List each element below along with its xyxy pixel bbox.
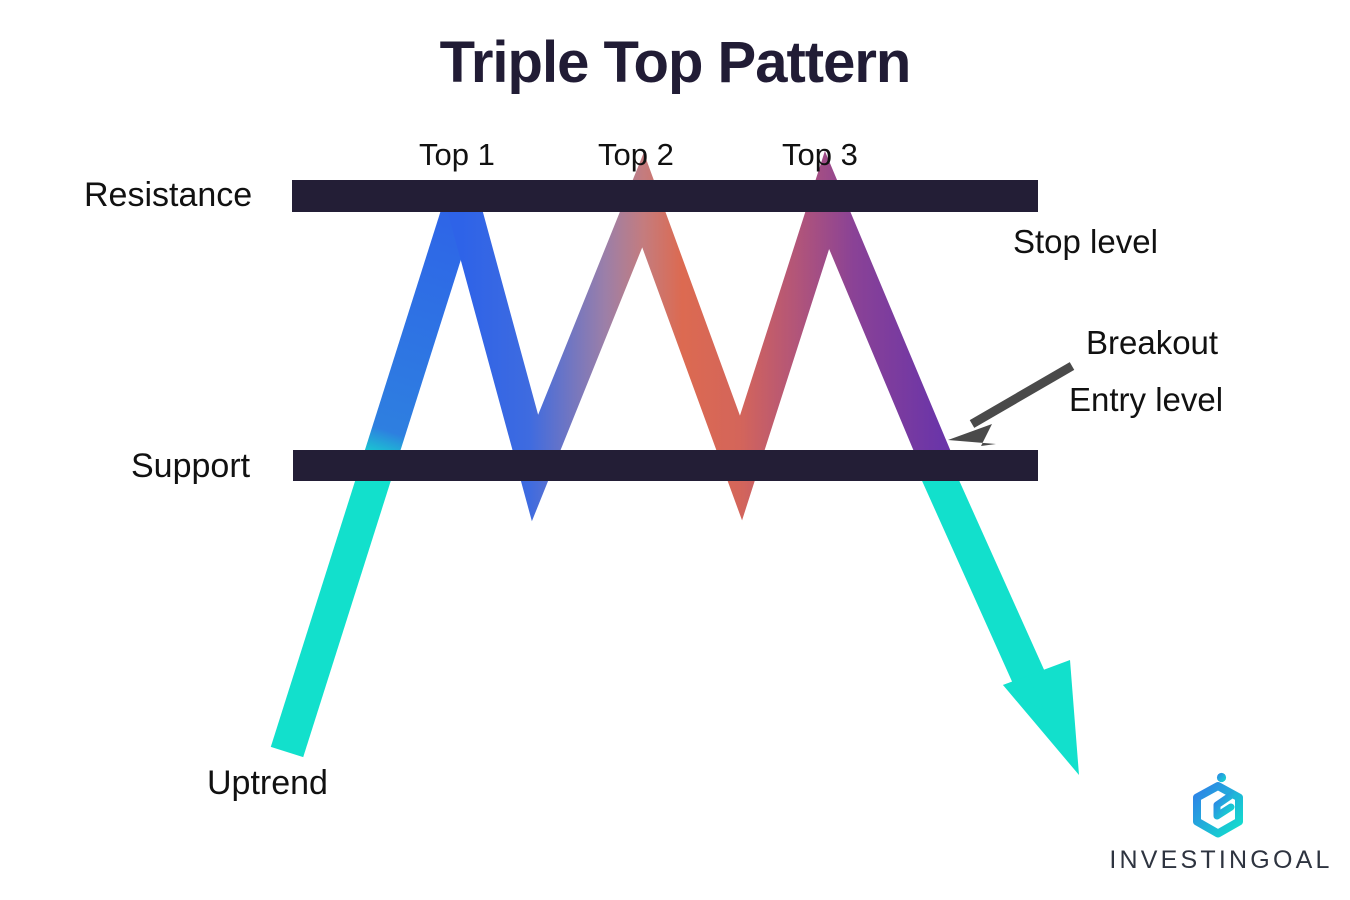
- resistance-level-bar: [292, 180, 1038, 212]
- label-entry-level: Entry level: [1069, 381, 1224, 418]
- label-resistance: Resistance: [84, 176, 253, 214]
- label-uptrend: Uptrend: [207, 764, 328, 802]
- support-level-bar: [293, 450, 1038, 481]
- investingoal-hexagon-g-icon: [1193, 772, 1243, 838]
- label-top-2: Top 2: [598, 137, 674, 172]
- brand-wordmark: INVESTINGOAL: [1109, 846, 1333, 874]
- triple-top-zigzag: [445, 150, 957, 522]
- page-title: Triple Top Pattern: [439, 30, 912, 95]
- label-breakout: Breakout: [1086, 324, 1219, 361]
- brand-logo: INVESTINGOAL: [1103, 772, 1339, 880]
- label-top-3: Top 3: [782, 137, 858, 172]
- label-support: Support: [131, 447, 251, 485]
- label-stop-level: Stop level: [1013, 223, 1158, 260]
- label-top-1: Top 1: [419, 137, 495, 172]
- breakout-annotation-arrow: [948, 362, 1075, 446]
- downtrend-breakout-arrow: [918, 459, 1079, 775]
